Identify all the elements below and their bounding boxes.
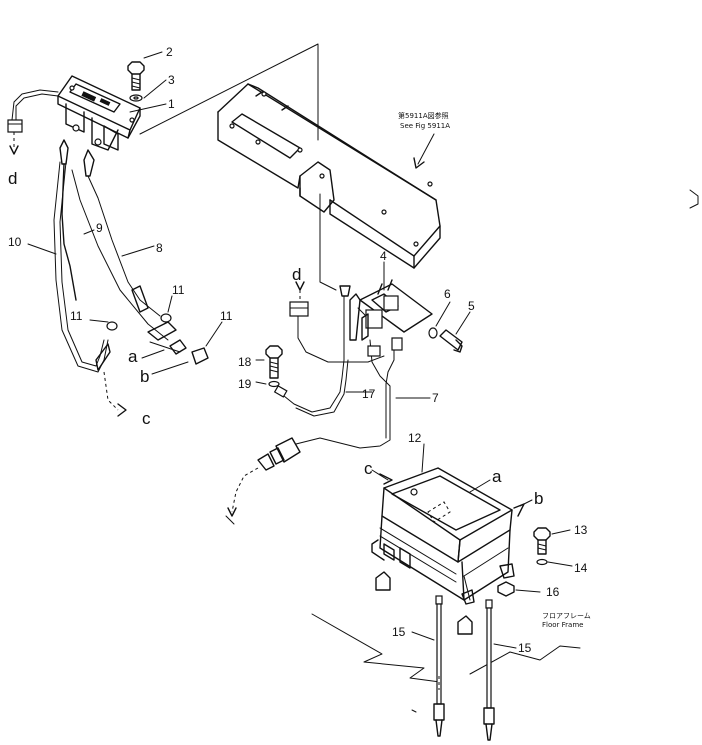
cable-8-line [87, 175, 161, 317]
label-part-10: 10 [8, 235, 22, 249]
floor-frame-en: Floor Frame [542, 621, 583, 629]
label-part-11-b: 11 [70, 309, 83, 323]
label-conn-c-left: c [142, 409, 151, 428]
connector-d-mid [289, 281, 385, 363]
fig-ref-jp: 第5911A図参照 [398, 111, 449, 120]
label-part-7: 7 [432, 391, 439, 405]
label-part-18: 18 [238, 355, 252, 369]
switch-panel [57, 75, 141, 177]
label-part-12: 12 [408, 431, 422, 445]
label-part-5: 5 [468, 299, 475, 313]
nut-16 [497, 581, 515, 597]
label-part-2: 2 [166, 45, 173, 59]
label-part-3: 3 [168, 73, 175, 87]
label-part-15-b: 15 [518, 641, 532, 655]
label-part-17: 17 [362, 387, 376, 401]
label-part-8: 8 [156, 241, 163, 255]
label-conn-d-mid: d [292, 265, 301, 284]
washer-6 [428, 327, 438, 339]
label-conn-b-box: b [534, 489, 543, 508]
control-box [371, 467, 515, 605]
connector-lower [225, 437, 301, 525]
cable-ends-a-b [95, 285, 209, 371]
stud-15-right [483, 599, 495, 741]
label-part-11-a: 11 [172, 283, 185, 297]
fig-ref-en: See Fig 5911A [400, 122, 450, 130]
connector-d-left [7, 89, 59, 155]
harness-7 [295, 339, 391, 449]
label-conn-b-left: b [140, 367, 149, 386]
cable-9-line [71, 169, 169, 341]
floor-break-line-left [311, 613, 441, 683]
label-part-13: 13 [574, 523, 588, 537]
label-part-14: 14 [574, 561, 588, 575]
label-conn-a-left: a [128, 347, 138, 366]
label-part-9: 9 [96, 221, 103, 235]
floor-clips [375, 571, 473, 635]
washer-3 [129, 94, 143, 102]
washer-19 [268, 380, 280, 388]
label-part-15-a: 15 [392, 625, 406, 639]
label-conn-c-box: c [364, 459, 373, 478]
label-part-1: 1 [168, 97, 175, 111]
label-part-4: 4 [380, 249, 387, 263]
ground-wire-top [319, 193, 337, 291]
harness-17 [283, 359, 345, 413]
bolt-2 [127, 61, 145, 91]
floor-frame-jp: フロアフレーム [542, 612, 591, 620]
label-conn-a-box: a [492, 467, 502, 486]
label-part-6: 6 [444, 287, 451, 301]
bolt-5 [439, 329, 463, 353]
floor-break-line-right [469, 645, 581, 675]
mounting-bracket [217, 83, 441, 269]
washer-14 [536, 558, 548, 566]
stud-15-left [433, 595, 445, 737]
label-conn-d-left: d [8, 169, 17, 188]
cable-10-loop [53, 161, 109, 373]
label-part-16: 16 [546, 585, 560, 599]
label-part-19: 19 [238, 377, 252, 391]
label-part-11-c: 11 [220, 309, 233, 323]
relay-assembly [359, 279, 433, 341]
bolt-13 [533, 527, 551, 555]
bolt-18 [265, 345, 283, 379]
cable-10-loop-inner [59, 161, 105, 367]
